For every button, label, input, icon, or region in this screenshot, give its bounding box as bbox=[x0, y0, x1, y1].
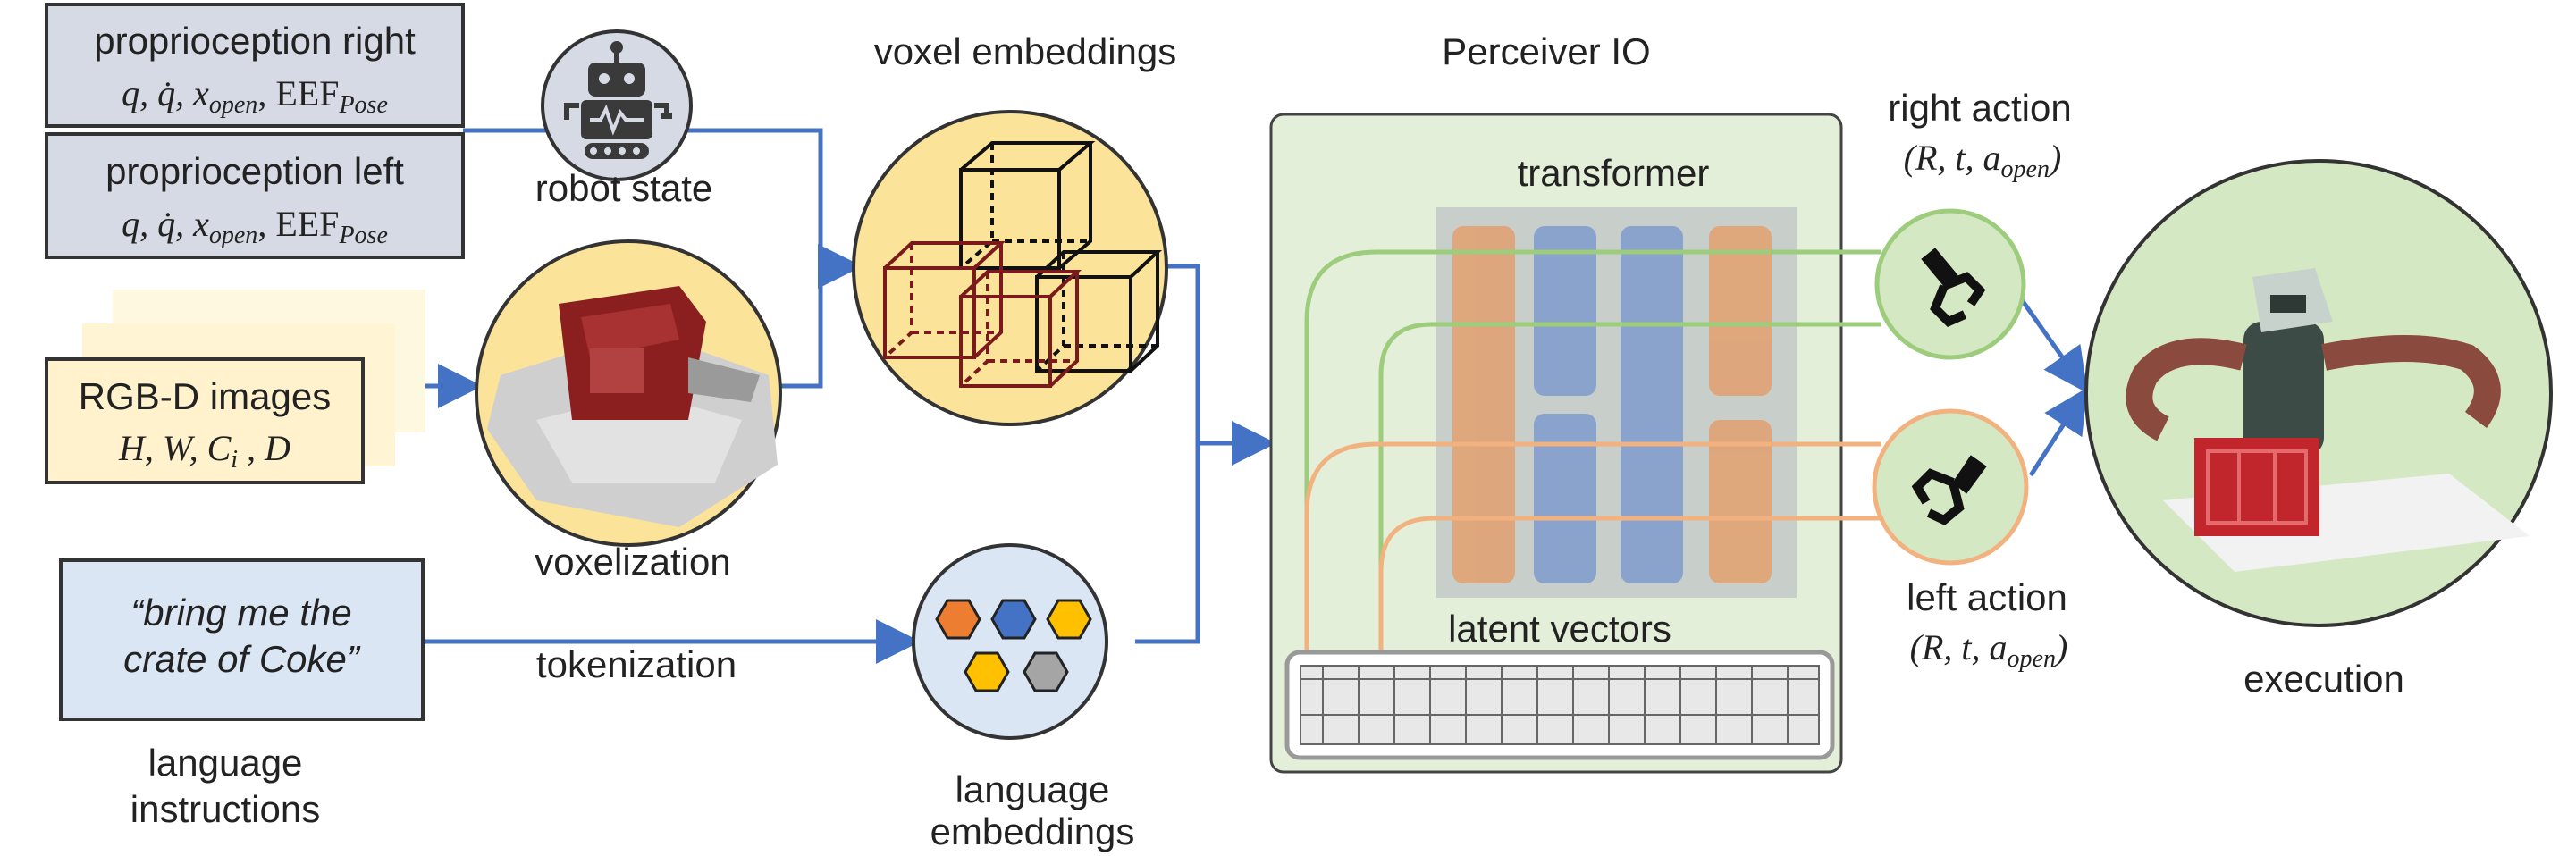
proprioception-right-formula: q, q̇, x bbox=[122, 73, 209, 113]
voxel-cubes-icon bbox=[883, 141, 1163, 388]
language-caption-line2: instructions bbox=[130, 788, 320, 830]
right-action-sub: open bbox=[2001, 155, 2050, 183]
rgbd-sub-i: i bbox=[231, 446, 238, 474]
right-action-formula: (R, t, a bbox=[1904, 138, 2001, 178]
language-instruction-box: “bring me the crate of Coke” language in… bbox=[59, 558, 425, 830]
proprioception-right-eef: , EEF bbox=[257, 73, 339, 113]
robot-icon bbox=[564, 41, 672, 159]
svg-text:q, q̇, xopen, EEFPose: q, q̇, xopen, EEFPose bbox=[122, 204, 388, 249]
svg-text:(R, t, aopen): (R, t, aopen) bbox=[1910, 627, 2068, 673]
tokenization-label: tokenization bbox=[536, 643, 737, 685]
robot-state-label: robot state bbox=[535, 167, 712, 209]
svg-text:q, q̇, xopen, EEFPose: q, q̇, xopen, EEFPose bbox=[122, 73, 388, 119]
latent-vectors-grid bbox=[1300, 665, 1820, 745]
proprioception-left-sub-pose: Pose bbox=[338, 222, 387, 249]
execution-node: execution bbox=[2084, 159, 2553, 700]
hexagon-tokens-icon bbox=[935, 599, 1092, 692]
svg-text:H, W, Ci , D: H, W, Ci , D bbox=[118, 428, 290, 474]
proprioception-right-box: proprioception right q, q̇, xopen, EEFPo… bbox=[45, 3, 465, 128]
rgbd-title: RGB-D images bbox=[79, 375, 331, 417]
proprioception-left-sub-open: open bbox=[209, 222, 257, 249]
proprioception-right-sub-open: open bbox=[209, 91, 257, 119]
robot-execution-image bbox=[2126, 268, 2530, 572]
proprioception-left-title: proprioception left bbox=[105, 150, 404, 192]
connector-arrows bbox=[395, 128, 2088, 664]
gripper-icon bbox=[1921, 248, 1986, 327]
latent-flow-lines bbox=[1304, 249, 1881, 663]
left-action-close: ) bbox=[2054, 627, 2067, 667]
rgbd-images-stack: RGB-D images H, W, Ci , D bbox=[45, 290, 425, 484]
proprioception-right-title: proprioception right bbox=[94, 20, 416, 62]
robot-state-node: robot state bbox=[535, 29, 712, 209]
rgbd-dims: H, W, C bbox=[118, 428, 232, 468]
rgbd-dims-end: , D bbox=[238, 428, 290, 468]
voxelization-node: voxelization bbox=[475, 239, 782, 583]
proprioception-right-sub-pose: Pose bbox=[338, 91, 387, 119]
language-embeddings-line1: language bbox=[955, 768, 1110, 810]
language-embeddings-node: language embeddings bbox=[912, 543, 1135, 852]
proprioception-left-formula: q, q̇, x bbox=[122, 204, 209, 244]
voxel-embeddings-node: voxel embeddings bbox=[852, 30, 1177, 426]
right-action-close: ) bbox=[2048, 138, 2061, 178]
perceiver-io-block: Perceiver IO transformer latent vectors bbox=[1269, 30, 1881, 774]
left-action-label: left action bbox=[1907, 576, 2067, 618]
voxelization-label: voxelization bbox=[535, 541, 730, 583]
left-action-node: left action (R, t, aopen) bbox=[1872, 408, 2068, 673]
left-action-formula: (R, t, a bbox=[1910, 627, 2008, 667]
proprioception-left-box: proprioception left q, q̇, xopen, EEFPos… bbox=[45, 132, 465, 259]
right-action-node: right action (R, t, aopen) bbox=[1874, 87, 2072, 360]
language-instruction-line2: crate of Coke” bbox=[123, 638, 361, 680]
gripper-icon bbox=[1911, 455, 1987, 525]
left-action-sub: open bbox=[2008, 645, 2056, 673]
proprioception-left-eef: , EEF bbox=[257, 204, 339, 244]
voxel-scene-image bbox=[487, 286, 778, 527]
language-embeddings-line2: embeddings bbox=[930, 810, 1135, 852]
execution-label: execution bbox=[2243, 658, 2404, 700]
right-action-label: right action bbox=[1888, 87, 2071, 129]
transformer-label: transformer bbox=[1518, 152, 1710, 194]
transformer-bars bbox=[1452, 226, 1772, 583]
voxel-embeddings-label: voxel embeddings bbox=[874, 30, 1177, 72]
perceiver-title: Perceiver IO bbox=[1442, 30, 1650, 72]
language-instruction-line1: “bring me the bbox=[130, 592, 351, 634]
latent-vectors-label: latent vectors bbox=[1448, 608, 1671, 650]
svg-text:(R, t, aopen): (R, t, aopen) bbox=[1904, 138, 2062, 183]
language-caption-line1: language bbox=[148, 742, 303, 784]
